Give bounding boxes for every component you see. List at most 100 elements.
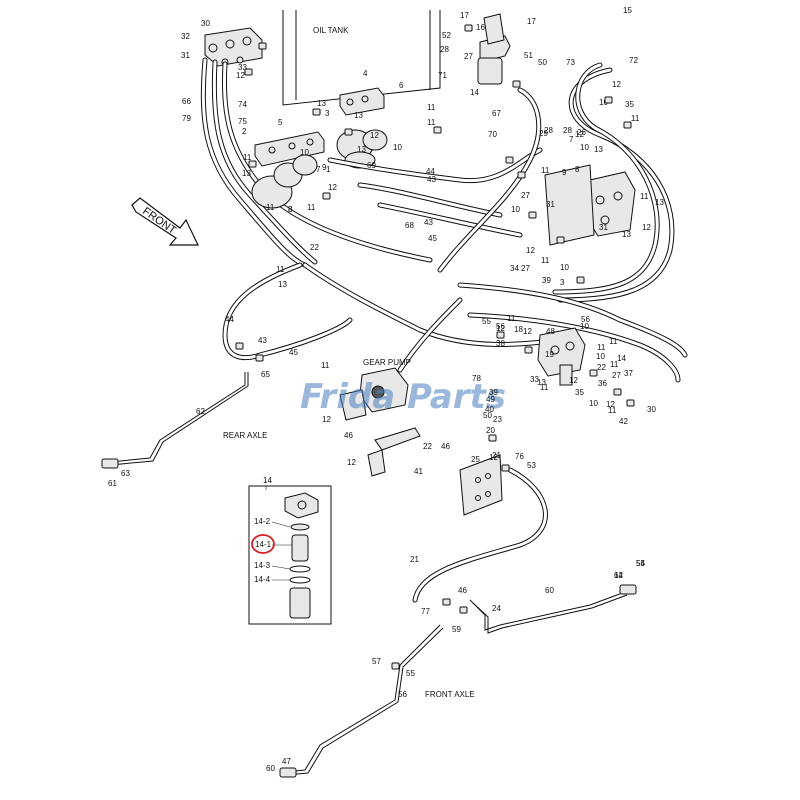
inset-label-14-3: 14-3 [254, 561, 271, 570]
part-callout-59: 69 [367, 161, 376, 170]
part-callout-33: 16 [476, 23, 485, 32]
part-callout-65: 10 [511, 205, 520, 214]
hose-65 [222, 262, 353, 360]
part-callout-72: 12 [526, 246, 535, 255]
part-callout-41: 50 [538, 58, 547, 67]
part-callout-138: 25 [471, 455, 480, 464]
part-callout-101: 12 [523, 327, 532, 336]
part-callout-57: 44 [426, 167, 435, 176]
part-callout-127: 11 [321, 361, 330, 370]
part-callout-61: 43 [424, 218, 433, 227]
part-callout-2: 31 [181, 51, 190, 60]
part-callout-133: 20 [486, 426, 495, 435]
part-callout-74: 3 [560, 278, 565, 287]
part-callout-38: 71 [438, 71, 447, 80]
part-callout-39: 14 [470, 88, 479, 97]
part-callout-23: 12 [328, 183, 337, 192]
part-callout-8: 33 [238, 63, 247, 72]
part-callout-120: 42 [619, 417, 628, 426]
part-callout-22: 13 [242, 169, 251, 178]
part-callout-109: 11 [610, 360, 619, 369]
fitting-10 [623, 121, 632, 129]
brake-pedal [367, 427, 421, 477]
part-callout-1: 32 [181, 32, 190, 41]
fitting-23 [235, 342, 244, 350]
front-axle-caption: FRONT AXLE [425, 690, 475, 699]
fitting-1 [244, 68, 253, 76]
fitting-21 [488, 434, 497, 442]
part-callout-68: 27 [521, 264, 530, 273]
part-callout-98: 18 [514, 325, 523, 334]
fitting-27 [391, 662, 400, 670]
part-callout-67: 34 [510, 264, 519, 273]
part-callout-96: 55 [482, 317, 491, 326]
part-callout-106: 10 [596, 352, 605, 361]
part-callout-54: 12 [575, 130, 584, 139]
front-caption: FRONT [140, 205, 178, 237]
part-callout-155: 47 [282, 757, 291, 766]
part-callout-5: 74 [238, 100, 247, 109]
fitting-22 [501, 464, 510, 472]
part-callout-73: 39 [542, 276, 551, 285]
watermark: Frida Parts [300, 377, 506, 417]
fitting-0 [258, 42, 267, 50]
part-callout-19: 7 [316, 165, 321, 174]
part-callout-107: 22 [597, 363, 606, 372]
part-callout-88: 45 [289, 348, 298, 357]
inset-label-14-4: 14-4 [254, 575, 271, 584]
part-callout-79: 11 [640, 192, 649, 201]
part-callout-48: 11 [631, 114, 640, 123]
highlight-circle [251, 534, 275, 554]
part-callout-151: 54 [636, 559, 645, 568]
fitting-18 [589, 369, 598, 377]
part-callout-32: 17 [460, 11, 469, 20]
part-callout-108: 19 [545, 350, 554, 359]
part-callout-119: 11 [608, 406, 617, 415]
part-callout-99: 12 [496, 324, 505, 333]
part-callout-90: 62 [196, 407, 205, 416]
part-callout-141: 12 [489, 453, 498, 462]
part-callout-83: 22 [310, 243, 319, 252]
fittings-layer [235, 24, 635, 670]
part-callout-45: 72 [629, 56, 638, 65]
part-callout-20: 1 [326, 165, 331, 174]
part-callout-122: 38 [496, 339, 505, 348]
part-callout-114: 12 [606, 400, 615, 409]
part-callout-10: 6 [399, 81, 404, 90]
part-callout-42: 29 [539, 129, 548, 138]
hoses-mid [302, 62, 688, 383]
part-callout-143: 12 [347, 458, 356, 467]
part-callout-47: 35 [625, 100, 634, 109]
fitting-24 [255, 354, 264, 362]
manifold-4 [339, 87, 385, 116]
fitting-17 [524, 346, 533, 354]
part-callout-125: 39 [489, 388, 498, 397]
part-callout-92: 61 [108, 479, 117, 488]
part-callout-77: 9 [562, 168, 567, 177]
front-arrow: FRONT [131, 197, 199, 246]
part-callout-18: 8 [288, 205, 293, 214]
part-callout-62: 45 [428, 234, 437, 243]
part-callout-13: 11 [427, 103, 436, 112]
part-callout-35: 28 [440, 45, 449, 54]
part-callout-124: 12 [569, 376, 578, 385]
fitting-15 [576, 276, 585, 284]
fitting-11 [505, 156, 514, 164]
mounting-plate [459, 454, 503, 516]
part-callout-12: 3 [325, 109, 330, 118]
manifold-top-left [204, 27, 263, 67]
oil-tank-caption: OIL TANK [313, 26, 349, 35]
part-callout-7: 12 [236, 71, 245, 80]
part-callout-128: 46 [344, 431, 353, 440]
brake-valve [544, 164, 636, 246]
part-callout-142: 41 [414, 467, 423, 476]
part-callout-16: 2 [242, 127, 247, 136]
gear-pump: GEAR PUMP [339, 358, 411, 421]
part-callout-21: 11 [243, 153, 252, 162]
part-callout-144: 21 [410, 555, 419, 564]
part-callout-53: 28 [563, 126, 572, 135]
part-callout-81: 13 [655, 198, 664, 207]
part-callout-121: 30 [647, 405, 656, 414]
